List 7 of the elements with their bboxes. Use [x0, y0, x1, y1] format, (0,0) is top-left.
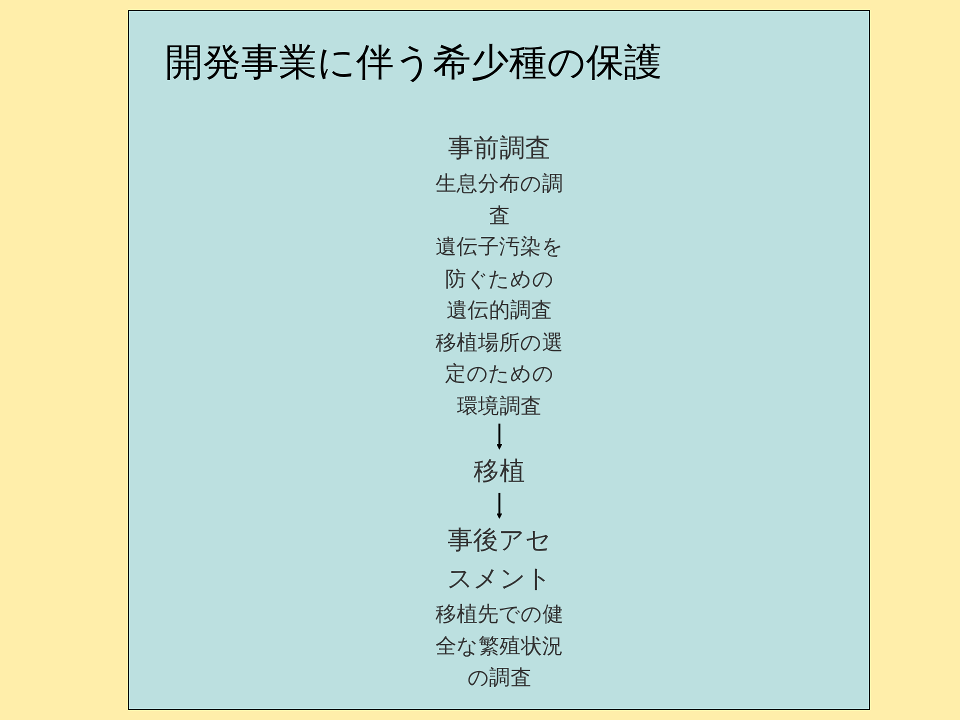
arrow	[496, 492, 502, 519]
node-text: 事前調査 生息分布の調査 遺伝子汚染を防ぐための遺伝的調査 移植場所の選定のための環境調査	[435, 133, 563, 418]
title: 開発事業に伴う希少種の保護	[165, 39, 662, 86]
panel-background: 開発事業に伴う希少種の保護 事前調査 生息分布の調査 遺伝子汚染を防ぐための遺伝的調査 移植場所の選定のための環境調査 移植 事後アセスメント 移植先での健全な繁殖状況の調査	[128, 10, 870, 710]
arrow	[496, 424, 502, 450]
node-text: 事後アセスメント 移植先での健全な繁殖状況の調査	[434, 526, 564, 690]
node-text: 移植	[473, 456, 525, 486]
